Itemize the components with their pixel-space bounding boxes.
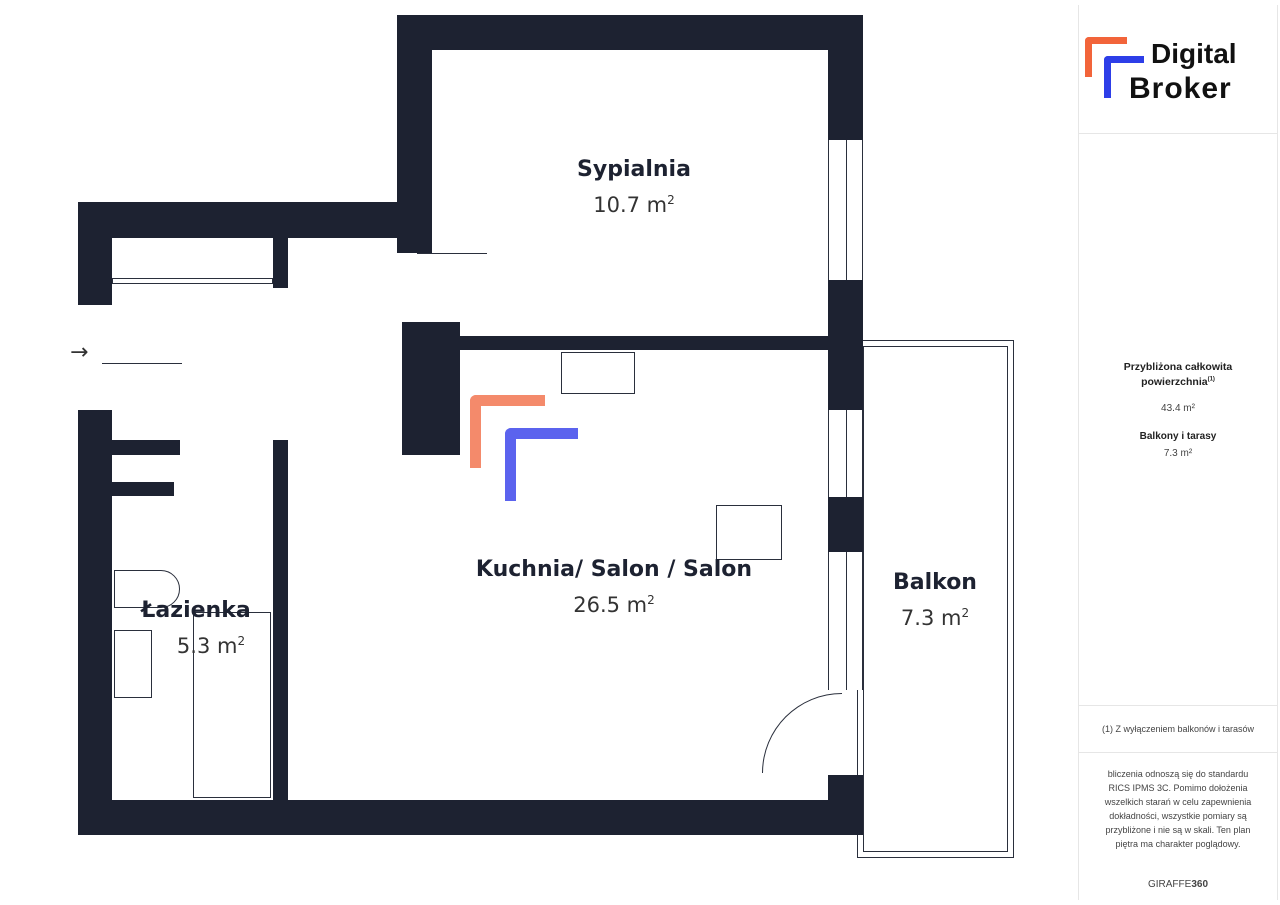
brand-logo: Digital Broker	[1083, 35, 1277, 110]
shower	[193, 612, 271, 798]
room-label-balcony: Balkon 7.3 m2	[865, 570, 1005, 631]
logo-text-broker: Broker	[1129, 72, 1232, 105]
balcony-area-value: 7.3 m²	[1163, 448, 1193, 459]
room-name: Kuchnia/ Salon / Salon	[475, 557, 753, 582]
area-unit-sup: 2	[961, 606, 970, 620]
wall	[402, 322, 460, 455]
balcony-inner-outline	[863, 346, 1008, 852]
window	[828, 552, 863, 690]
total-area-label: Przybliżona całkowita powierzchnia(1)	[1123, 361, 1233, 388]
area-unit-sup: 2	[667, 193, 675, 207]
room-name: Łazienka	[141, 598, 251, 623]
wall	[112, 440, 180, 455]
window	[828, 140, 863, 280]
wall	[78, 410, 112, 835]
total-area-value: 43.4 m²	[1161, 403, 1195, 414]
area-unit-sup: 2	[237, 634, 246, 648]
room-name: Sypialnia	[577, 157, 691, 182]
logo-blue-mark	[1104, 56, 1144, 98]
wall	[112, 482, 174, 496]
wall	[78, 800, 863, 835]
room-label-bedroom: Sypialnia 10.7 m2	[534, 157, 734, 218]
logo-orange-mark	[1085, 37, 1127, 77]
wardrobe	[112, 278, 273, 284]
giraffe360-credit: GIRAFFE360	[1147, 879, 1209, 890]
watermark-logo-orange	[470, 395, 545, 468]
room-name: Balkon	[893, 570, 977, 595]
wall	[432, 336, 828, 350]
room-area: 5.3 m	[176, 634, 238, 658]
cooktop	[716, 505, 782, 560]
wall	[828, 497, 863, 552]
logo-text-digital: Digital	[1151, 38, 1237, 69]
watermark-logo-blue	[505, 428, 578, 501]
room-label-bathroom: Łazienka 5.3 m2	[116, 598, 276, 659]
room-area: 10.7 m	[593, 193, 668, 217]
balcony-area-label: Balkony i tarasy	[1139, 431, 1217, 442]
wall	[273, 238, 288, 288]
room-area: 26.5 m	[573, 593, 648, 617]
entrance-arrow-icon: →	[70, 340, 89, 365]
kitchen-sink	[561, 352, 635, 394]
bathroom-door	[102, 363, 182, 443]
footnote: (1) Z wyłączeniem balkonów i tarasów	[1101, 724, 1255, 734]
wall	[828, 280, 863, 410]
divider	[1079, 705, 1277, 706]
wall	[828, 15, 863, 140]
wall	[78, 202, 432, 238]
bedroom-door	[417, 253, 487, 323]
window	[828, 410, 863, 497]
disclaimer: bliczenia odnoszą się do standardu RICS …	[1104, 769, 1252, 849]
washbasin	[114, 630, 152, 698]
wall	[397, 15, 863, 50]
toilet	[114, 570, 180, 608]
room-area: 7.3 m	[900, 606, 962, 630]
wall	[273, 440, 288, 800]
divider	[1079, 133, 1277, 134]
room-label-living: Kuchnia/ Salon / Salon 26.5 m2	[444, 557, 784, 618]
info-panel: Digital Broker Przybliżona całkowita pow…	[1078, 5, 1278, 900]
area-unit-sup: 2	[647, 593, 655, 607]
divider	[1079, 752, 1277, 753]
